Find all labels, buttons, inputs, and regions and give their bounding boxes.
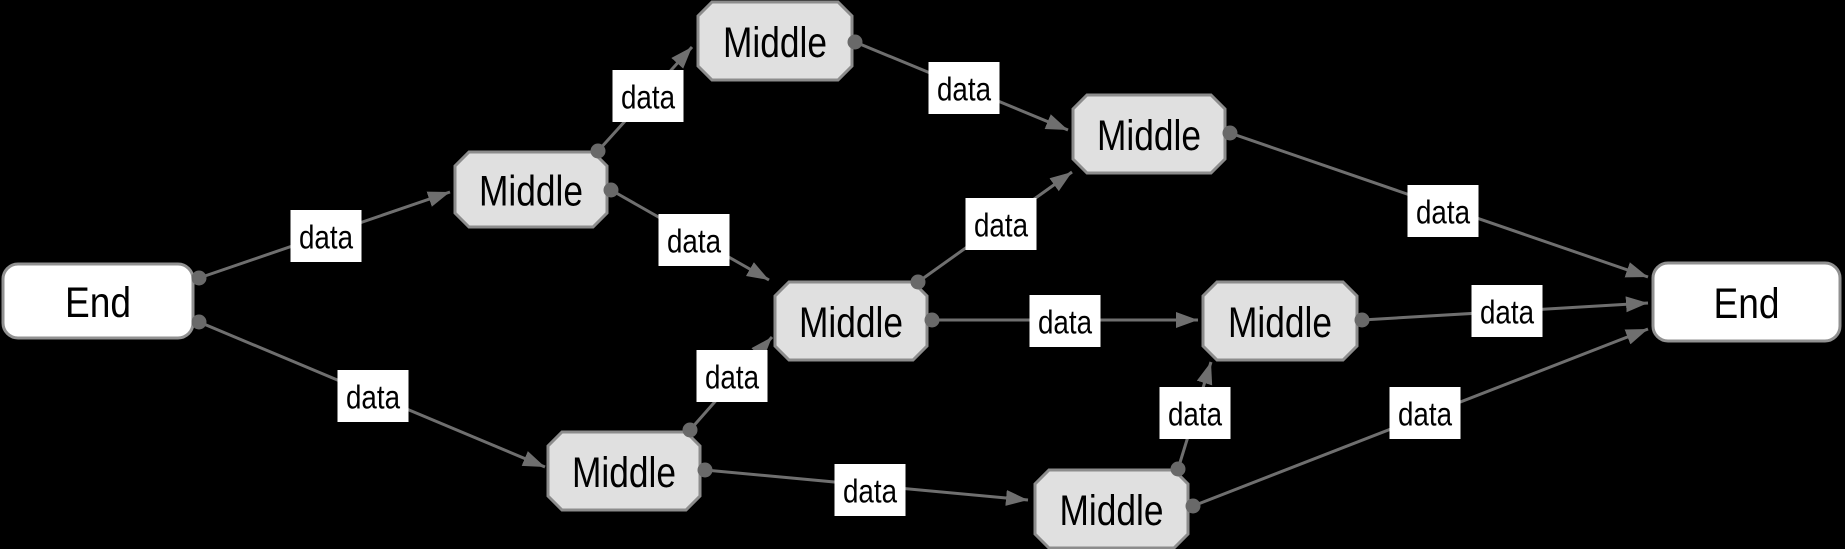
edge-label-box — [1389, 387, 1461, 439]
node-label: Middle — [723, 19, 827, 67]
edge-label: data — [1168, 396, 1223, 433]
edge-label-box — [928, 62, 1000, 114]
edge-label-box — [612, 70, 684, 122]
node-middle-2: Middle — [696, 0, 854, 82]
edge-label-middle-4-to-middle-3: data — [965, 198, 1037, 250]
middle-node-shape — [696, 0, 854, 82]
node-label: Middle — [1228, 299, 1332, 347]
edge-label-middle-7-to-end-right: data — [1389, 387, 1461, 439]
node-label: Middle — [572, 449, 676, 497]
end-node-shape — [1651, 261, 1842, 343]
edge-label: data — [299, 219, 354, 256]
node-middle-7: Middle — [1033, 468, 1190, 549]
edge-label-middle-3-to-end-right: data — [1407, 185, 1479, 237]
edge-label: data — [705, 359, 760, 396]
edge-label-box — [1029, 295, 1101, 347]
edge-label-box — [965, 198, 1037, 250]
middle-node-shape — [1201, 280, 1359, 362]
edge-label-end-left-to-middle-1: data — [290, 210, 362, 262]
edge-label: data — [621, 79, 676, 116]
edge-label-end-left-to-middle-5: data — [337, 370, 409, 422]
node-label: Middle — [479, 168, 583, 216]
edge-label-middle-1-to-middle-2: data — [612, 70, 684, 122]
node-label: Middle — [1097, 112, 1201, 160]
edge-label: data — [1398, 396, 1453, 433]
edge-label-box — [696, 350, 768, 402]
edge-source-dot — [1354, 312, 1370, 328]
edge-label-middle-1-to-middle-4: data — [658, 214, 730, 266]
edge-label-box — [834, 464, 906, 516]
edge-label-box — [1471, 285, 1543, 337]
edge-source-dot — [1170, 461, 1186, 477]
edge-source-dot — [847, 34, 863, 50]
middle-node-shape — [1071, 93, 1227, 175]
edge-source-dot — [191, 270, 207, 286]
edge-label-middle-5-to-middle-7: data — [834, 464, 906, 516]
edge-source-dot — [924, 312, 940, 328]
edge-label: data — [667, 223, 722, 260]
edge-source-dot — [910, 274, 926, 290]
edge-source-dot — [1222, 125, 1238, 141]
end-node-shape — [1, 262, 195, 340]
edge-label-box — [337, 370, 409, 422]
node-middle-1: Middle — [453, 150, 609, 229]
edge-label-middle-2-to-middle-3: data — [928, 62, 1000, 114]
node-label: End — [1714, 280, 1780, 328]
node-middle-6: Middle — [1201, 280, 1359, 362]
edge-label-middle-5-to-middle-4: data — [696, 350, 768, 402]
node-middle-5: Middle — [546, 430, 702, 512]
edge-label-middle-7-to-middle-6: data — [1159, 387, 1231, 439]
edge-label-box — [290, 210, 362, 262]
node-label: End — [65, 279, 131, 327]
edge-label: data — [1038, 304, 1093, 341]
edge-label-box — [1407, 185, 1479, 237]
node-middle-3: Middle — [1071, 93, 1227, 175]
edge-source-dot — [590, 143, 606, 159]
edge-source-dot — [682, 422, 698, 438]
edge-source-dot — [1185, 498, 1201, 514]
node-middle-4: Middle — [773, 280, 929, 362]
edge-label-box — [1159, 387, 1231, 439]
edge-label: data — [937, 71, 992, 108]
edge-source-dot — [191, 314, 207, 330]
node-label: Middle — [1060, 487, 1164, 535]
edge-label: data — [346, 379, 401, 416]
edge-source-dot — [603, 182, 619, 198]
edge-source-dot — [697, 462, 713, 478]
edge-label: data — [1480, 294, 1535, 331]
edge-label-middle-6-to-end-right: data — [1471, 285, 1543, 337]
node-end-right: End — [1651, 261, 1842, 343]
edge-label: data — [1416, 194, 1471, 231]
node-label: Middle — [799, 299, 903, 347]
edge-label-box — [658, 214, 730, 266]
edge-label: data — [974, 207, 1029, 244]
edge-label-middle-4-to-middle-6: data — [1029, 295, 1101, 347]
node-end-left: End — [1, 262, 195, 340]
edge-label: data — [843, 473, 898, 510]
